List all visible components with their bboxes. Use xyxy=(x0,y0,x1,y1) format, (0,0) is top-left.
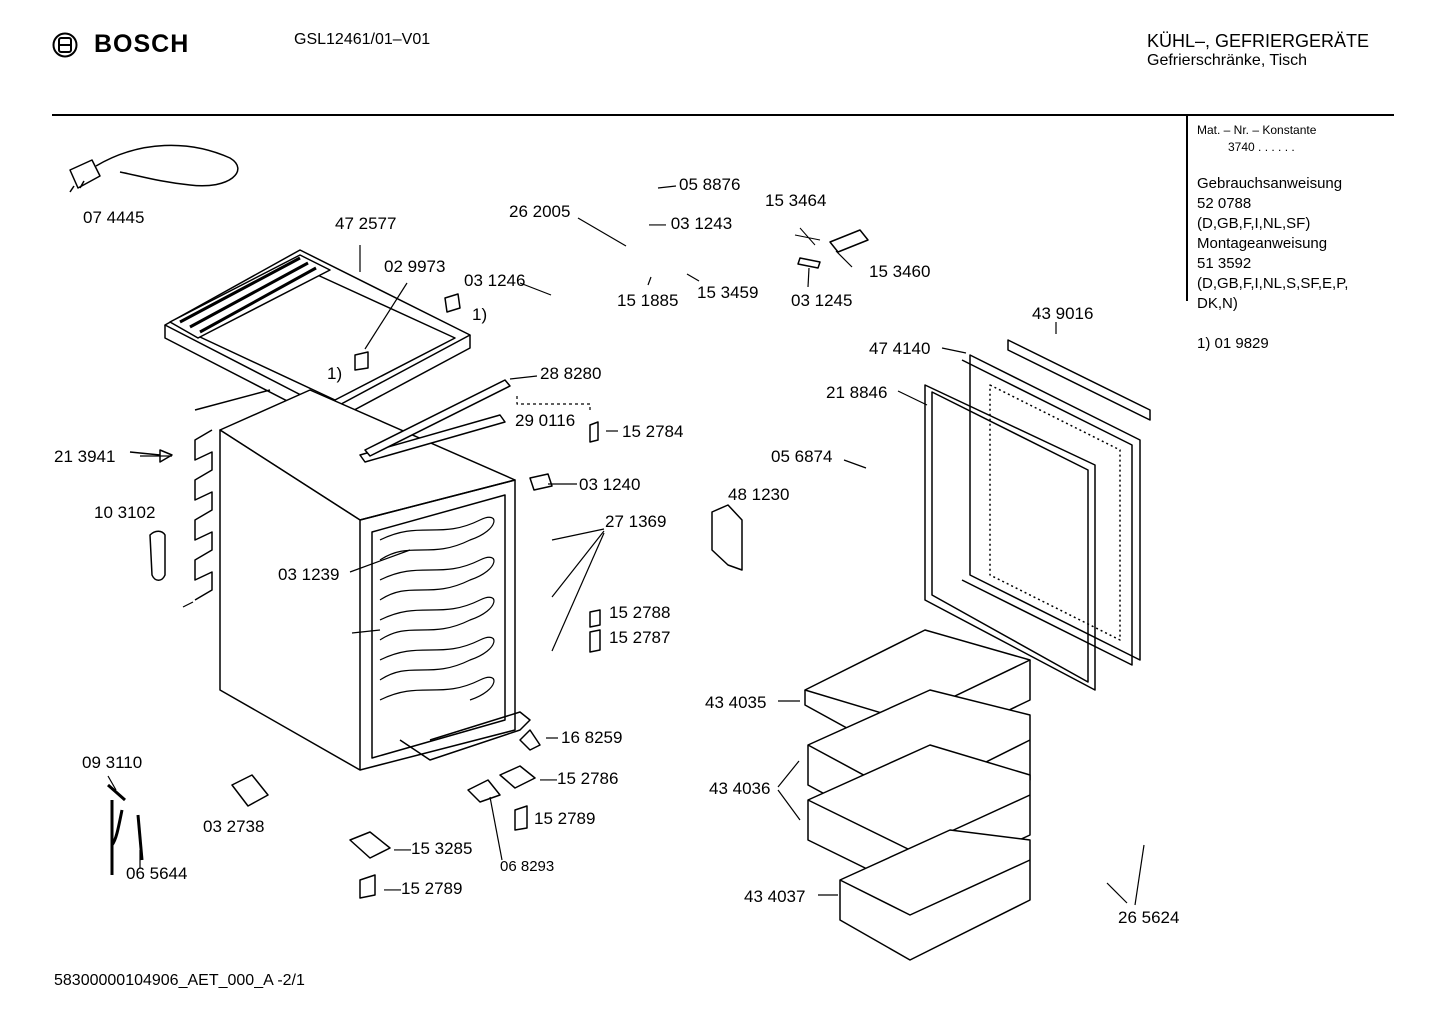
brand-logo: BOSCH xyxy=(52,30,189,59)
part-label: 15 2789 xyxy=(534,809,596,828)
category-title: KÜHL–, GEFRIERGERÄTE xyxy=(1147,31,1370,51)
mount-languages-cont: DK,N) xyxy=(1197,295,1238,312)
bosch-armature-icon xyxy=(52,32,78,57)
part-label: 26 5624 xyxy=(1118,908,1180,927)
footnote-marker: 1) xyxy=(327,364,343,383)
part-label: 28 8280 xyxy=(540,364,602,383)
part-label: 43 4036 xyxy=(709,779,771,798)
part-label: 06 8293 xyxy=(500,858,555,875)
category-subtitle: Gefrierschränke, Tisch xyxy=(1147,52,1308,69)
part-label: 15 1885 xyxy=(617,291,679,310)
door-illustration xyxy=(924,339,1151,691)
part-label: 27 1369 xyxy=(605,512,667,531)
part-label: —15 2786 xyxy=(540,769,619,788)
sidebar-divider xyxy=(1186,116,1188,301)
manual-label: Gebrauchsanweisung xyxy=(1197,175,1343,192)
part-label: 47 2577 xyxy=(335,214,397,233)
part-label: 21 3941 xyxy=(54,447,116,466)
part-label: 15 2784 xyxy=(622,422,684,441)
footnote: 1) 01 9829 xyxy=(1197,335,1269,352)
thermostat-illustration xyxy=(231,774,269,807)
hinge-plate-illustration xyxy=(349,831,391,859)
part-label: 09 3110 xyxy=(82,753,143,772)
mount-label: Montageanweisung xyxy=(1197,235,1328,252)
part-label: 05 6874 xyxy=(771,447,833,466)
part-label: 15 3460 xyxy=(869,262,931,281)
document-id: 58300000104906_AET_000_A -2/1 xyxy=(54,972,305,989)
brand-name: BOSCH xyxy=(94,30,190,58)
part-label: 15 2787 xyxy=(609,628,671,647)
part-label: 43 4037 xyxy=(744,887,806,906)
part-label: 03 1245 xyxy=(791,291,853,310)
part-label: 43 9016 xyxy=(1032,304,1094,323)
part-label: 03 2738 xyxy=(203,817,265,836)
mount-languages: (D,GB,F,I,NL,S,SF,E,P, xyxy=(1197,275,1349,292)
part-label: 15 3459 xyxy=(697,283,759,302)
model-number: GSL12461/01–V01 xyxy=(294,31,431,48)
part-label: 21 8846 xyxy=(826,383,888,402)
part-label: 15 2788 xyxy=(609,603,671,622)
part-label: — 03 1243 xyxy=(649,214,733,233)
lamp-plate-illustration xyxy=(711,504,743,571)
part-label: 10 3102 xyxy=(94,503,156,522)
part-label: 07 4445 xyxy=(83,208,145,227)
part-label: 02 9973 xyxy=(384,257,446,276)
drawers-illustration xyxy=(804,629,1031,961)
manual-languages: (D,GB,F,I,NL,SF) xyxy=(1197,215,1311,232)
part-label: 03 1240 xyxy=(579,475,641,494)
top-cover-illustration xyxy=(164,249,471,424)
part-label: 03 1239 xyxy=(278,565,340,584)
footnote-marker: 1) xyxy=(472,305,488,324)
mat-label: Mat. – Nr. – Konstante xyxy=(1197,123,1317,137)
part-label: 05 8876 xyxy=(679,175,741,194)
header-divider xyxy=(52,114,1394,116)
part-label: 03 1246 xyxy=(464,271,526,290)
power-cord-illustration xyxy=(69,144,239,193)
part-label: 26 2005 xyxy=(509,202,571,221)
part-label: 29 0116 xyxy=(515,411,576,430)
mat-value: 3740 . . . . . . xyxy=(1228,140,1295,154)
sensor-tube-illustration xyxy=(149,530,166,581)
cabinet-illustration xyxy=(194,379,531,771)
part-label: 47 4140 xyxy=(869,339,931,358)
part-label: 15 3464 xyxy=(765,191,827,210)
part-label: —15 3285 xyxy=(394,839,473,858)
part-label: —15 2789 xyxy=(384,879,463,898)
part-label: 06 5644 xyxy=(126,864,188,883)
mount-number: 51 3592 xyxy=(1197,255,1252,272)
part-label: 16 8259 xyxy=(561,728,623,747)
manual-number: 52 0788 xyxy=(1197,195,1252,212)
part-label: 48 1230 xyxy=(728,485,790,504)
part-label: 43 4035 xyxy=(705,693,767,712)
